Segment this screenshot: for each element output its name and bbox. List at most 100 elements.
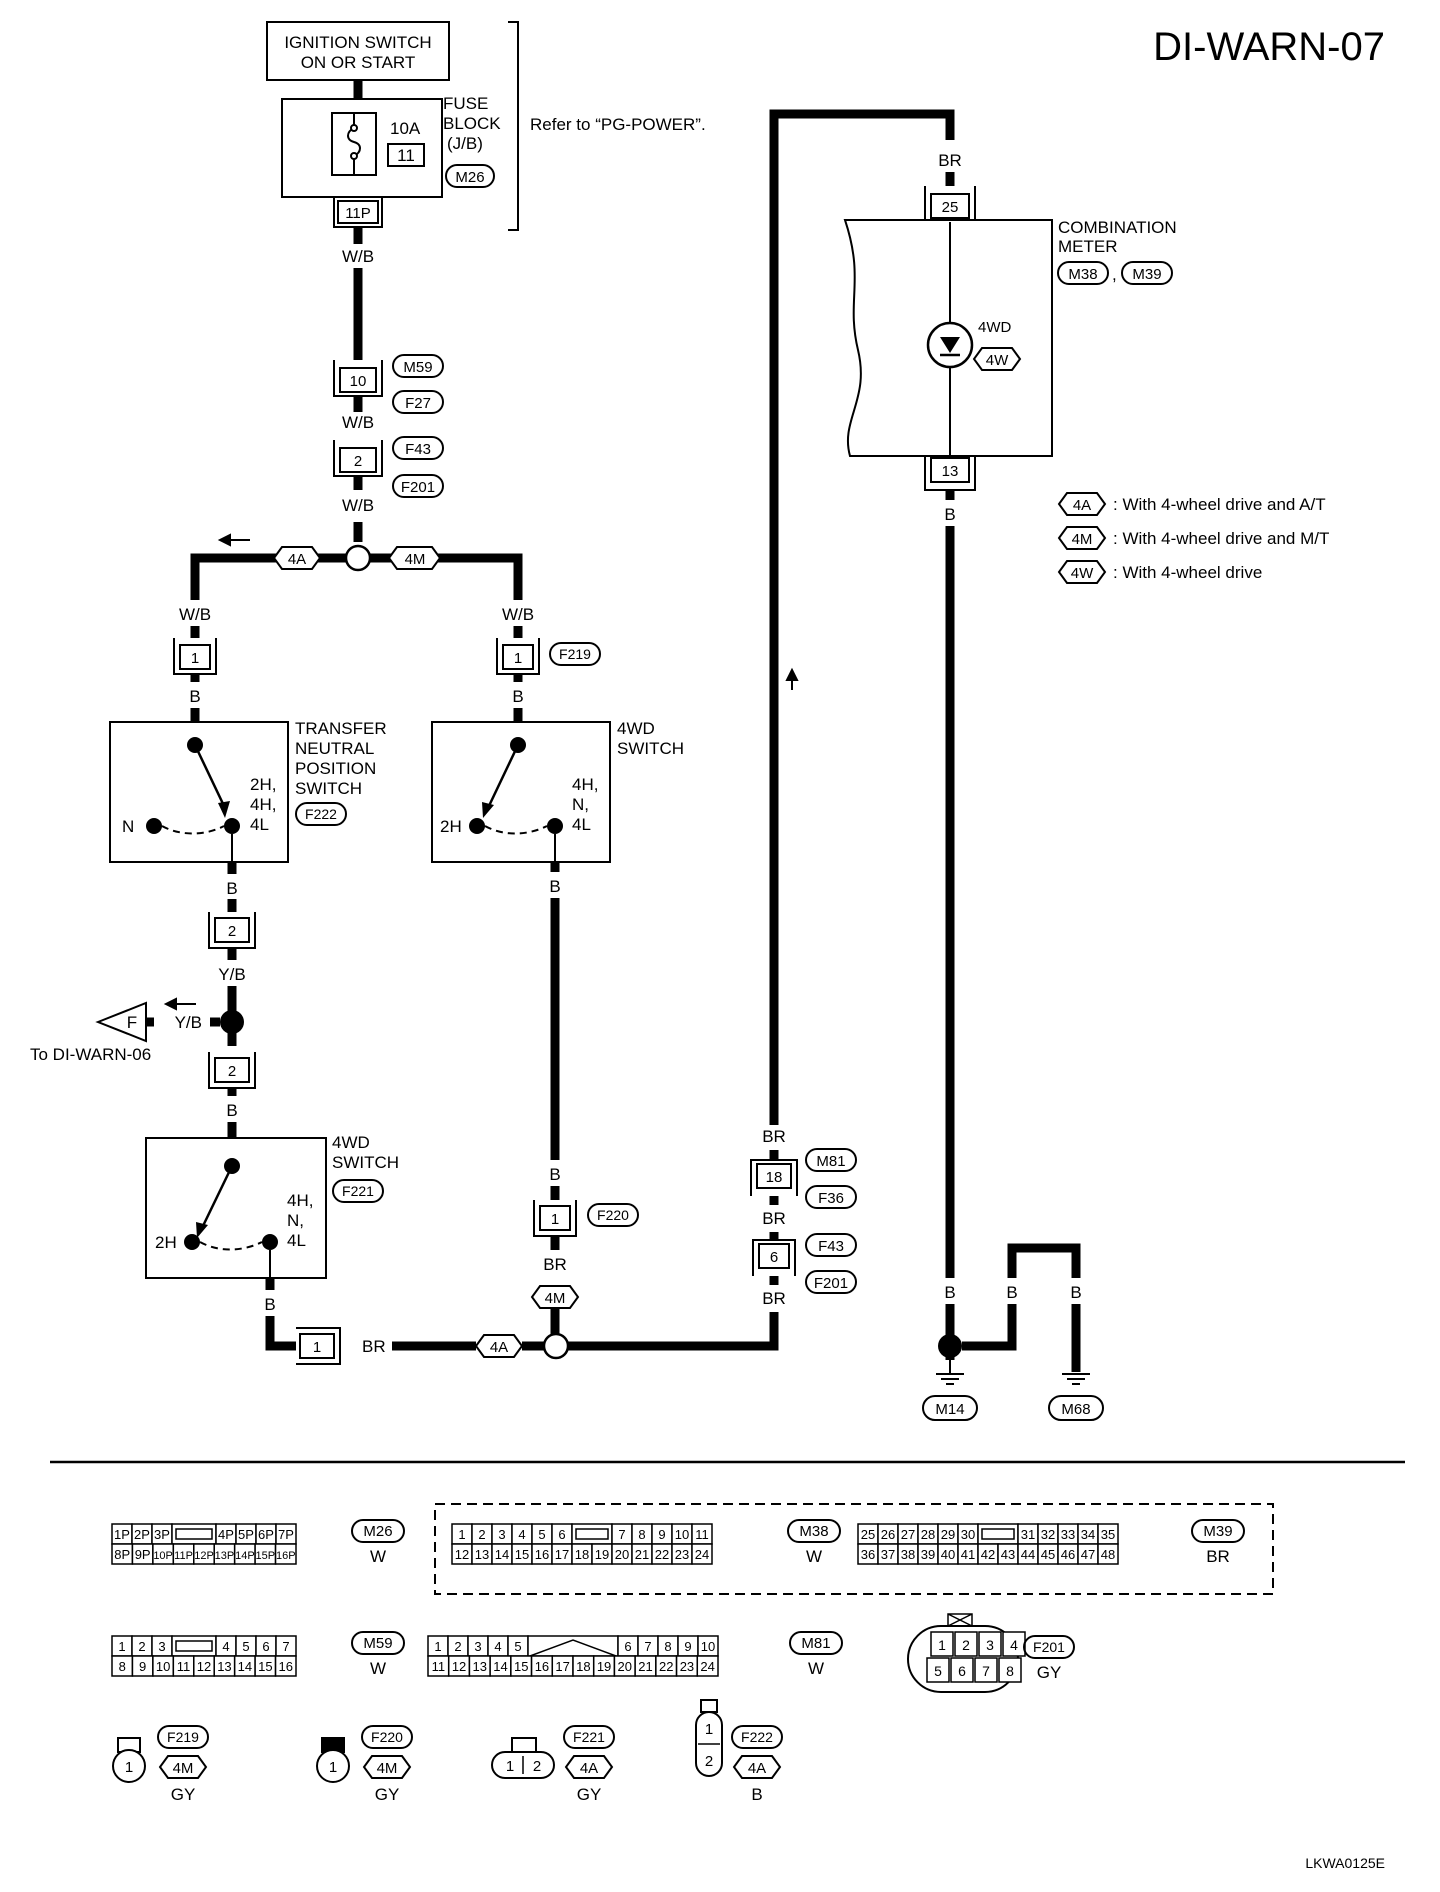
connector-pin-label: 24 <box>695 1547 709 1562</box>
pin-label-1-mid: 1 <box>514 650 522 667</box>
legend-text-4a: : With 4-wheel drive and A/T <box>1113 495 1326 514</box>
wire-color-b-left-1: B <box>189 687 200 706</box>
option-label-4m-top: 4M <box>405 551 426 568</box>
pin-box-1-bottom <box>299 1333 335 1359</box>
connector-view-opt-f219: 4M <box>173 1760 194 1777</box>
connector-view-color-m26: W <box>370 1547 386 1566</box>
wd-f221-pos-2h: 2H <box>155 1233 177 1252</box>
connector-badge-m14 <box>922 1395 978 1421</box>
connector-view-pin-f221-1: 1 <box>506 1758 514 1775</box>
connector-key <box>529 1639 617 1657</box>
connector-badge-f36 <box>805 1185 857 1209</box>
connector-pin-label: 2 <box>962 1637 970 1653</box>
connector-pin-label: 21 <box>635 1547 649 1562</box>
fuse-block-box <box>281 98 443 198</box>
meter-comma: , <box>1112 265 1117 284</box>
connector-pin-label: 5 <box>514 1639 521 1654</box>
meter-label-1: COMBINATION <box>1058 218 1177 237</box>
transfer-label-4: SWITCH <box>295 779 362 798</box>
option-tag-4m-mid <box>530 1285 580 1309</box>
connector-pin-label: 8 <box>638 1527 645 1542</box>
wire-color-br-top: BR <box>938 151 962 170</box>
pin-box-2-mid <box>214 917 250 943</box>
connector-cell <box>974 1657 998 1683</box>
ground-splice <box>938 1334 962 1358</box>
connector-pin-label: 16 <box>535 1547 549 1562</box>
ignition-label-2: ON OR START <box>301 53 416 72</box>
wire-color-b-left-3: B <box>226 1101 237 1120</box>
flow-arrow-left <box>217 533 250 547</box>
connector-pin-label: 12 <box>197 1659 211 1674</box>
connector-view-opt-f222: 4A <box>748 1760 766 1777</box>
connector-badge-m38 <box>1057 261 1109 285</box>
connector-badge-m26 <box>445 164 495 188</box>
connector-pin-label: 3 <box>986 1637 994 1653</box>
pin-label-13: 13 <box>942 463 959 480</box>
connector-cell <box>691 1543 713 1565</box>
pin-label-11p: 11P <box>345 205 371 222</box>
connector-cell <box>930 1631 954 1657</box>
connector-view-badge-m38 <box>787 1519 841 1543</box>
connector-pin-label: 45 <box>1041 1547 1055 1562</box>
connector-pin-label: 24 <box>700 1659 714 1674</box>
connector-view-pin-f219: 1 <box>125 1759 133 1776</box>
connector-pin-label: 8 <box>119 1659 126 1674</box>
option-tag-4a-top <box>272 546 322 570</box>
connector-pin-label: 13 <box>475 1547 489 1562</box>
ground-symbol-m68 <box>1062 1373 1090 1385</box>
pin-label-2-mid: 2 <box>228 923 236 940</box>
connector-pin-label: 10 <box>156 1659 170 1674</box>
page-title: DI-WARN-07 <box>1153 25 1385 69</box>
connector-pin-label: 6 <box>558 1527 565 1542</box>
junction-splice-bottom <box>542 1332 570 1360</box>
connector-view-badge-m59 <box>351 1631 405 1655</box>
pin-label-6: 6 <box>770 1249 778 1266</box>
pin-label-2-top: 2 <box>354 453 362 470</box>
wire-color-b-mid-2: B <box>549 877 560 896</box>
connector-badge-f221 <box>332 1179 384 1203</box>
connector-view-color-f222: B <box>751 1785 762 1804</box>
connector-badge-f222 <box>295 802 347 826</box>
connector-pin-label: 12 <box>455 1547 469 1562</box>
connector-pin-label: 42 <box>981 1547 995 1562</box>
connector-pin-label: 48 <box>1101 1547 1115 1562</box>
wire-color-wb-mid: W/B <box>502 605 534 624</box>
connector-pin-label: 37 <box>881 1547 895 1562</box>
connector-pin-label: 2 <box>454 1639 461 1654</box>
connector-pin-label: 9 <box>139 1659 146 1674</box>
wire-color-wb-3: W/B <box>342 496 374 515</box>
connector-view-label-f220: F220 <box>371 1729 403 1745</box>
connector-view-badge-m81 <box>789 1631 843 1655</box>
connector-pin-label: 30 <box>961 1527 975 1542</box>
connector-pin-label: 2P <box>134 1527 150 1542</box>
pin-label-2-low: 2 <box>228 1063 236 1080</box>
connector-pin-label: 5 <box>242 1639 249 1654</box>
connector-pin-label: 8 <box>664 1639 671 1654</box>
wire-color-b-left-2: B <box>226 879 237 898</box>
connector-pin-label: 6P <box>258 1527 274 1542</box>
connector-cell <box>696 1655 719 1677</box>
connector-view-color-f220: GY <box>375 1785 400 1804</box>
connector-pin-label: 33 <box>1061 1527 1075 1542</box>
pin-label-1-bottom: 1 <box>313 1339 321 1356</box>
connector-badge-m59 <box>392 354 444 378</box>
connector-pin-label: 18 <box>575 1547 589 1562</box>
connector-pin-label: 29 <box>941 1527 955 1542</box>
pin-box-1-f220 <box>539 1205 571 1231</box>
connector-badge-m39 <box>1121 261 1173 285</box>
wire-color-b-right-2: B <box>944 1283 955 1302</box>
connector-pin-label: 11 <box>177 1659 191 1674</box>
connector-label-f221: F221 <box>342 1183 374 1199</box>
connector-cell <box>274 1655 297 1677</box>
wire-color-br-right-2: BR <box>762 1209 786 1228</box>
connector-pin-label: 9 <box>658 1527 665 1542</box>
connector-pin-label: 5 <box>538 1527 545 1542</box>
connector-view-color-m59: W <box>370 1659 386 1678</box>
connector-view-f219: 1 F219 4M GY <box>112 1725 209 1804</box>
connector-view-color-f219: GY <box>171 1785 196 1804</box>
connector-label-m38: M38 <box>1068 266 1097 283</box>
connector-label-m39: M39 <box>1132 266 1161 283</box>
connector-pin-label: 17 <box>555 1659 569 1674</box>
